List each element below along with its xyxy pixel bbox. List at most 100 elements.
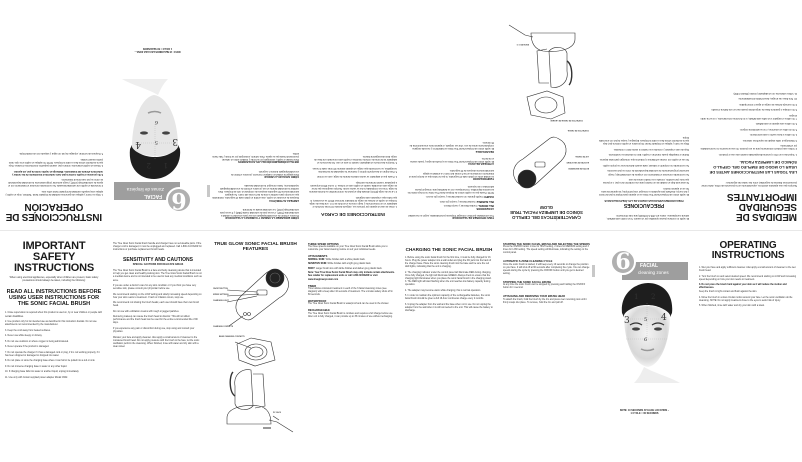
list-item: 2. Utilice este producto únicamente para… <box>700 144 797 150</box>
precauciones-subtitle: PRECAUCIONES ESPECIALES ACERCA DE LAS ÁR… <box>604 198 684 202</box>
list-item: 2. The charging indicator under the cont… <box>405 271 492 287</box>
brush-diagram: BOTÓN DE ENCENDIDO AJUSTES DE VELOCIDAD … <box>504 21 589 201</box>
section-auto-cycle: AUTOMATIC 6-ZONE CLEANING CYCLE Once the… <box>503 260 590 275</box>
panel-features: TRUE GLOW SONIC FACIAL BRUSH FEATURES <box>208 231 303 462</box>
zone-label: 6 <box>644 337 648 343</box>
brush-illustration-icon <box>508 24 576 189</box>
zone-label: 4 <box>661 313 667 323</box>
list-item: 4. The adapter may become warm while cha… <box>405 289 481 292</box>
face-illustration-icon <box>621 283 680 383</box>
zone-label: 1 <box>163 161 168 169</box>
paragraph: Moje su rostro y aplique un limpiador fa… <box>599 135 689 145</box>
list-item: 2. Encienda el cepillo a la velocidad de… <box>8 178 103 187</box>
medidas-intro: Siempre que use aparatos eléctricos, esp… <box>701 180 797 187</box>
list-item: Keep the brush in light contact and flus… <box>699 291 758 294</box>
label-charging-contacts: CHARGING CONTACTS <box>213 326 234 328</box>
list-item: 10. If charging base falls into water or… <box>5 371 80 374</box>
list-item: 3. Do not press the brush hard against y… <box>699 284 787 290</box>
label-charging-light: LUZ DE CARGA <box>575 155 589 157</box>
label-on-off-button: ON/OFF BUTTON <box>213 288 228 290</box>
features-title: TRUE GLOW SONIC FACIAL BRUSH FEATURES <box>214 242 297 252</box>
panel-operacion: INSTRUCCIONES DE OPERACIÓN 1. Moje su ro… <box>0 0 108 231</box>
list-item: 4. Mueva el cepillo lentamente contra la… <box>8 157 103 167</box>
paragraph: If you experience any pain or discomfort… <box>113 327 195 334</box>
list-item: 1. Moje su rostro y aplique una generosa… <box>5 189 103 195</box>
list-item: 5. Después de terminar, enjuague la piel… <box>19 152 103 155</box>
label-dc-jack: ENCHUFE C.C. <box>516 43 529 45</box>
list-item: 9. Do not immerse charging base in water… <box>5 365 68 368</box>
label-charging-contacts: CONTACTOS DE CARGA <box>567 129 589 131</box>
fold-tab-mark <box>592 265 595 277</box>
label-speed-settings: AJUSTES DE VELOCIDAD <box>566 161 589 163</box>
paragraph: We recommend starting on the LOW setting… <box>113 293 202 299</box>
zones-note: NOTA: 10 SEGUNDOS EN CADA ZONA – 1 CICLO… <box>134 46 181 53</box>
zone-label: 5 <box>644 317 648 323</box>
section-attachments: ATTACHMENTS NORMAL SKIN: White bristles … <box>308 255 395 281</box>
list-item: 6. Siempre desconecte el adaptador cuand… <box>314 155 397 164</box>
list-item: 4. Never use while sleepy or drowsy. <box>5 335 43 338</box>
list-item: 2. Turn the brush on and select desired … <box>699 275 796 281</box>
zone-label: 5 <box>154 139 158 145</box>
paragraph: The True Glow Sonic Facial Brush is a fa… <box>113 270 202 282</box>
panel-encender: CÓMO ENCENDER LA UNIDAD Y CAMBIAR LA VEL… <box>212 152 299 219</box>
operating-title: OPERATING INSTRUCTIONS <box>711 240 785 261</box>
medidas-title: MEDIDAS DE SEGURIDAD IMPORTANTES <box>727 191 797 222</box>
sensitivity-title: SENSITIVITY AND CAUTIONS <box>122 257 193 264</box>
list-item: 5. In order to maintain the optimum capa… <box>405 295 491 301</box>
fold-tab-mark <box>207 185 210 197</box>
service-note: The True Glow Sonic Facial brush handle … <box>113 243 202 252</box>
section-starting: STARTING THE SONIC FACIAL BRUSH AND SELE… <box>503 243 590 255</box>
panel-medidas-seguridad: MEDIDAS DE SEGURIDAD IMPORTANTES Siempre… <box>694 0 802 231</box>
operacion-title: INSTRUCCIONES DE OPERACIÓN <box>5 201 103 222</box>
zones-number-badge: 6 <box>166 187 192 213</box>
panel-sensitivity: The True Glow Sonic Facial brush handle … <box>108 231 208 462</box>
list-item: 8. Do not place or store the charging ba… <box>5 360 96 363</box>
zone-label: 2 <box>651 293 656 301</box>
list-item: 3. Keep the cord away from heated surfac… <box>5 329 51 332</box>
list-item: 1. Before using the sonic facial brush f… <box>405 257 492 269</box>
list-item: 1. Antes de usar el aparato por primera … <box>309 195 397 207</box>
zones-note: NOTE: 10 SECONDS AT EACH LOCATION – 1 CY… <box>619 409 670 416</box>
face-illustration-icon <box>122 79 181 179</box>
list-item: 9. No sumerja la base de carga en agua n… <box>738 102 797 105</box>
zones-number-badge: 6 <box>610 249 636 275</box>
label-charging-light: CHARGING LIGHT <box>213 300 229 302</box>
list-item: 5. Para lograr un desempeño óptimo y man… <box>312 166 397 172</box>
paragraph: El cepillo sónico de limpieza facial Tru… <box>598 186 689 195</box>
label-speed-settings: SPEED SETTINGS <box>213 294 229 296</box>
list-item: 4. Puede que el adaptador se vuelva cali… <box>316 175 397 178</box>
paragraph: We recommend not sharing the brush heads… <box>113 302 200 308</box>
panel-facial-zones: 6 FACIAL cleaning zones <box>595 231 694 462</box>
list-item: 7. No utilice el cargador si el cable es… <box>700 113 797 119</box>
list-item: 6. Unplug the adapter from the wall and … <box>405 303 493 312</box>
paragraph: Moisten your face and apply cleanser. Al… <box>113 336 200 348</box>
label-dc-jack: DC JACK <box>273 412 281 414</box>
list-item: 7. Do not operate the charger if it has … <box>5 351 100 357</box>
brush-diagram: ON/OFF BUTTON SPEED SETTINGS CHARGING LI… <box>213 256 298 436</box>
label-base-charging-contacts: CONTACTOS DE CARGA DE LA BASE <box>550 119 583 121</box>
section-stopping: STOPPING THE SONIC FACIAL BRUSH At any t… <box>503 281 586 290</box>
section-speed-options: THREE SPEED OPTIONS The three speeds ava… <box>308 243 388 252</box>
paragraph: Se recomienda comenzar el tratamiento co… <box>606 169 689 175</box>
zone-label: 2 <box>146 161 151 169</box>
zones-banner: FACIAL cleaning zones <box>622 262 688 280</box>
paragraph: Si usted está bajo el cuidado de un médi… <box>603 178 689 184</box>
paragraph: No use el cepillo con cremas exfoliantes… <box>599 158 689 161</box>
sensitivity-subtitle: SPECIAL CAUTIONS FOR DELICATE AREAS <box>132 263 184 267</box>
list-item: 2. Use product only for its intended use… <box>5 320 97 327</box>
charging-title: CHARGING THE SONIC FACIAL BRUSH <box>405 247 493 252</box>
panel-precauciones: El cepillo no contiene piezas reparables… <box>594 0 694 231</box>
list-item: 8. No coloque o guarde la base de carga … <box>710 108 797 111</box>
section-timer: TIMER Timer allows consistent treatment … <box>308 284 393 297</box>
safety-subtitle: READ ALL INSTRUCTIONS BEFORE USING USER … <box>6 289 102 308</box>
zone-label: 3 <box>624 316 630 326</box>
list-item: 1. Supervise a un niño o persona discapa… <box>718 152 797 155</box>
list-item: 3. No presione el cepillo contra la piel… <box>12 169 103 175</box>
service-note: El cepillo no contiene piezas reparables… <box>606 213 689 219</box>
panel-opciones: TRES OPCIONES DE VELOCIDAD Tres velocida… <box>407 141 494 219</box>
list-item: 5. Do not use outdoors or where oxygen i… <box>5 340 69 343</box>
paragraph: Retirar el maquillaje puede manchar el c… <box>608 153 689 156</box>
label-on-off-button: BOTÓN DE ENCENDIDO <box>568 167 589 169</box>
safety-title: IMPORTANT SAFETY INSTRUCTIONS <box>13 240 95 274</box>
section-waterproof: WATERPROOF The True Glow Sonic Facial Br… <box>308 300 390 306</box>
